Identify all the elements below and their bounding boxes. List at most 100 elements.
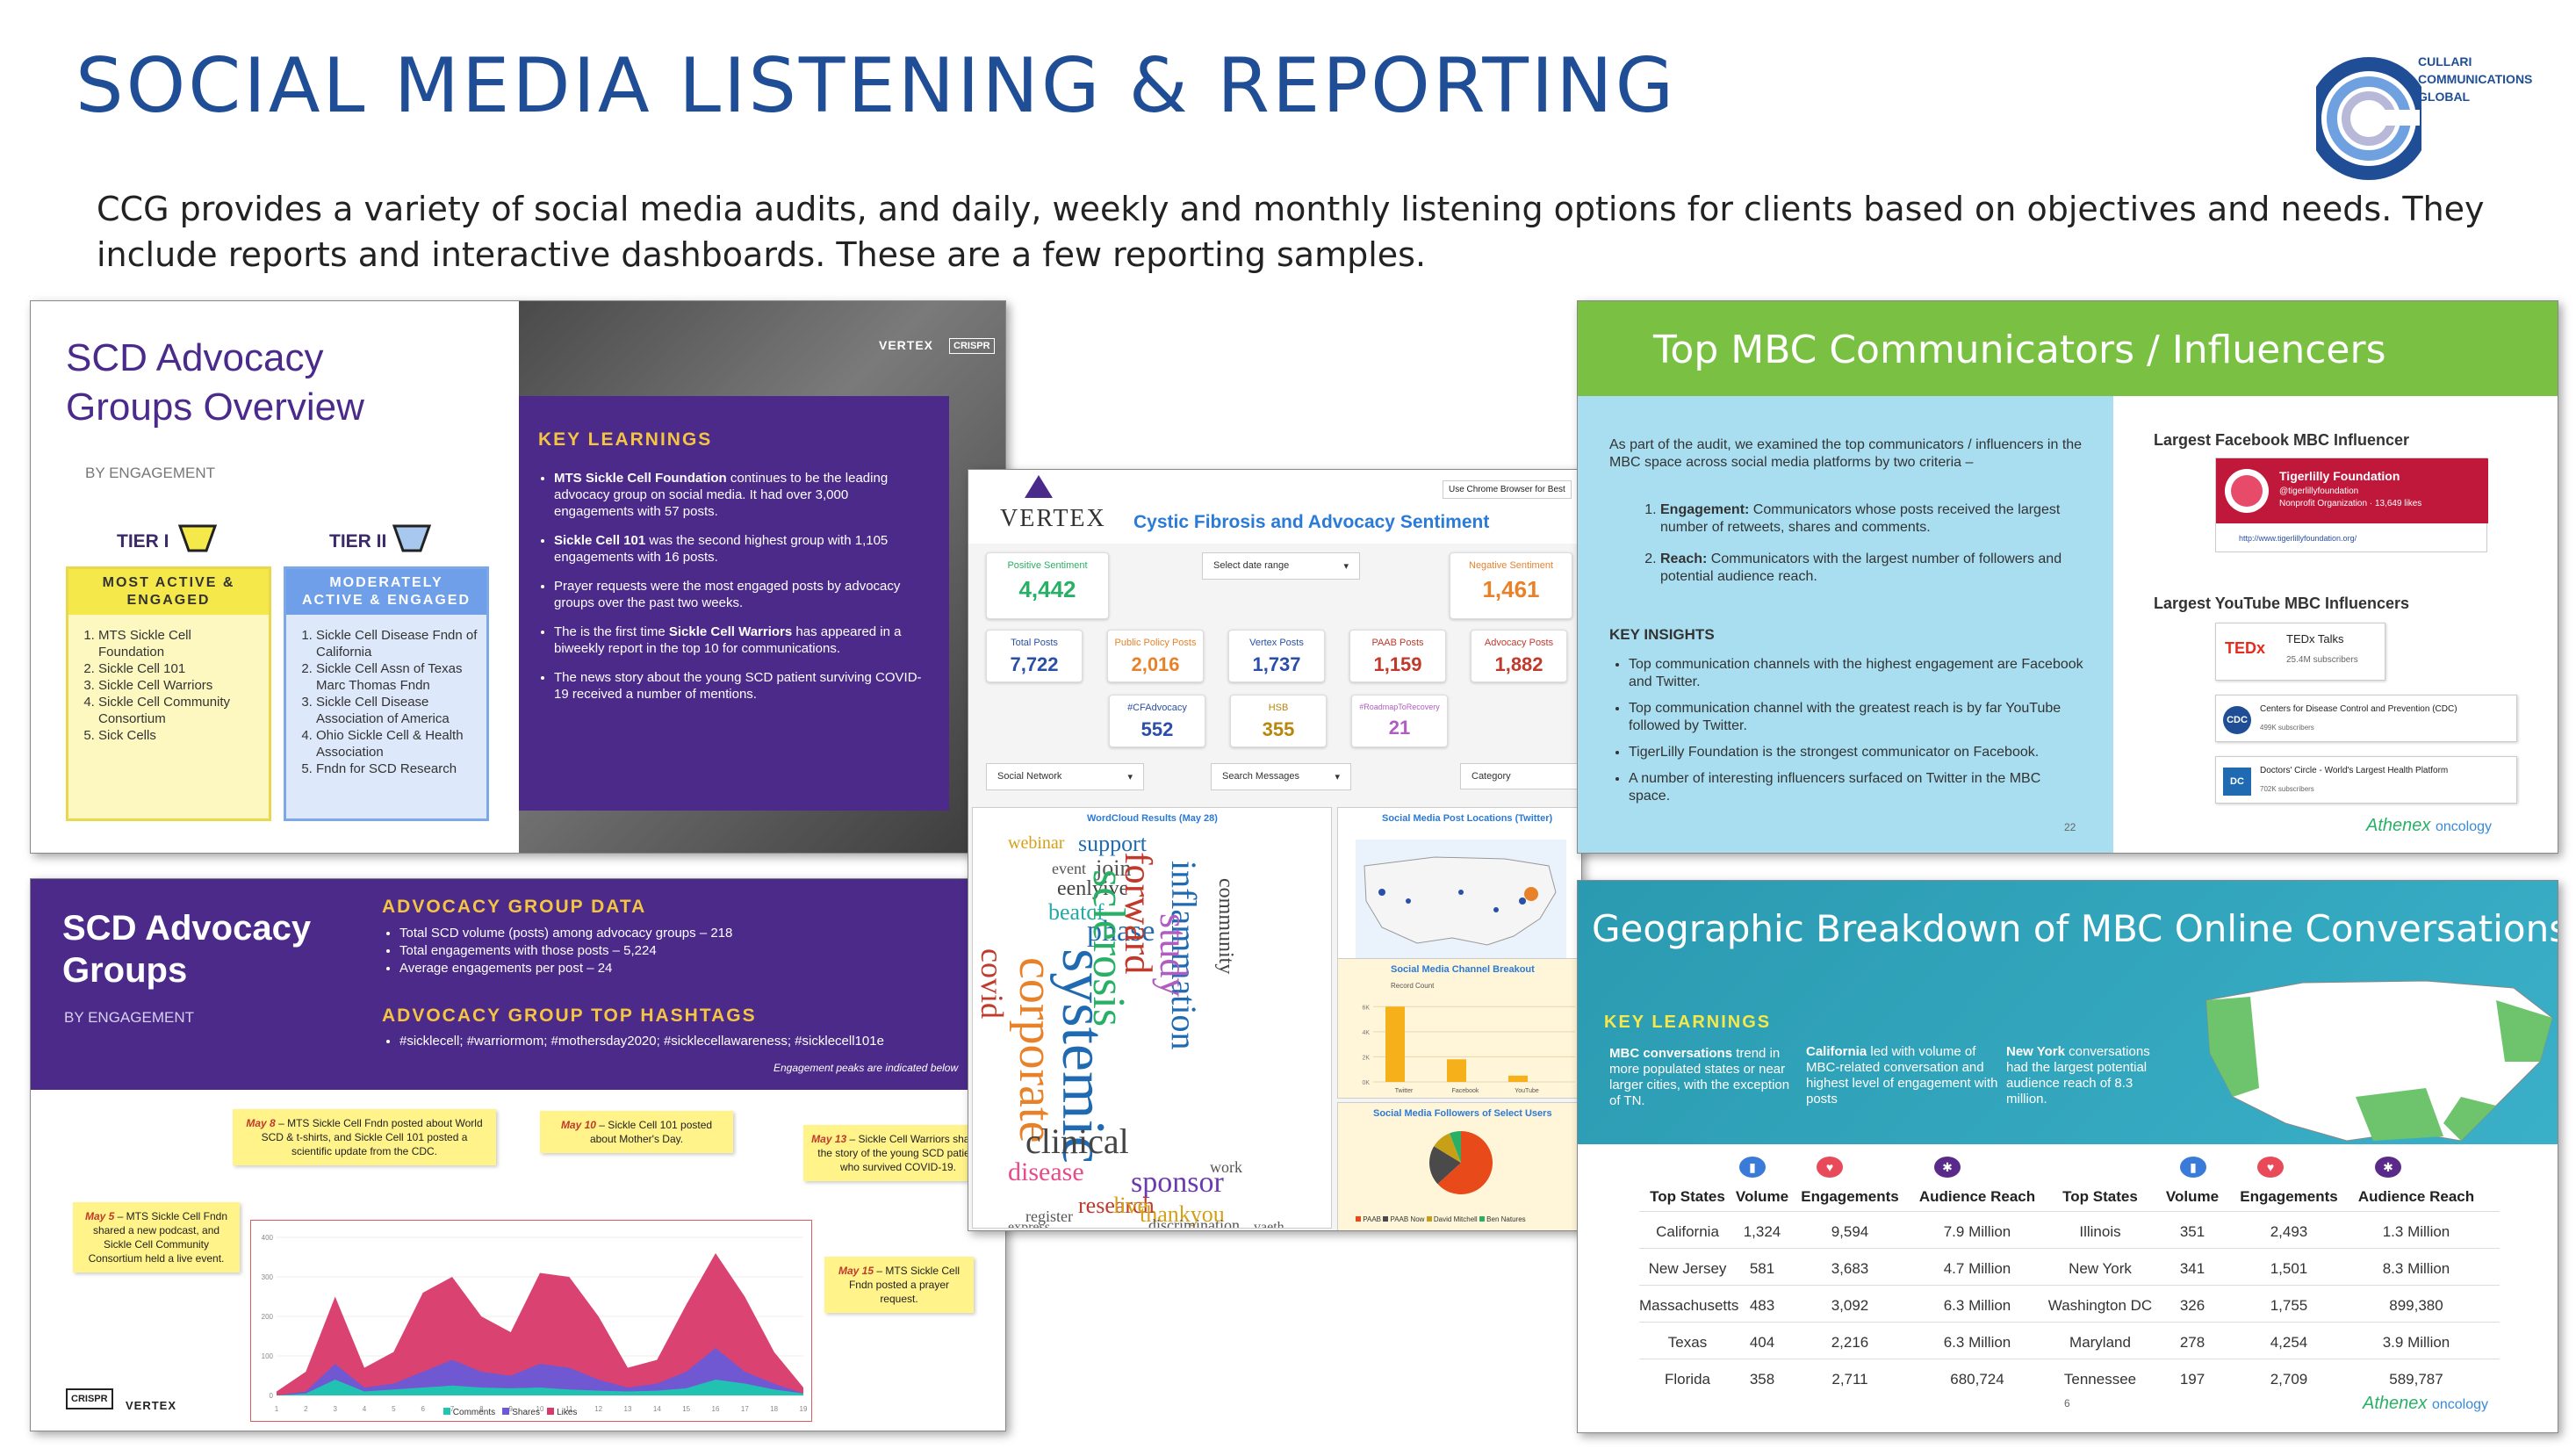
p2-peaks-note: Engagement peaks are indicated below: [774, 1062, 959, 1074]
tier2-item: Fndn for SCD Research: [316, 761, 478, 777]
sample-cf-dashboard: VERTEX Cystic Fibrosis and Advocacy Sent…: [968, 469, 1582, 1231]
kpi-label: HSB: [1268, 703, 1289, 713]
x-tick-label: 10: [536, 1405, 544, 1413]
callout-date: May 13: [811, 1133, 847, 1145]
y-tick-label: 100: [262, 1352, 274, 1360]
criteria-text: Communicators whose posts received the l…: [1660, 502, 2061, 535]
tier2-item: Ohio Sickle Cell & Health Association: [316, 727, 478, 761]
key-learnings-box: KEY LEARNINGS MTS Sickle Cell Foundation…: [519, 396, 949, 811]
pie-legend-item: Ben Natures: [1486, 1215, 1526, 1223]
yt-card-doctors-circle[interactable]: DC Doctors' Circle - World's Largest Hea…: [2215, 756, 2517, 804]
pie-legend: PAAB PAAB Now David Mitchell Ben Natures: [1356, 1215, 1526, 1223]
table-cell: 351: [2179, 1223, 2205, 1240]
table-cell: 680,724: [1950, 1371, 2004, 1388]
swatch-david: [1426, 1216, 1432, 1222]
wordcloud-word: discrimination: [1148, 1216, 1240, 1229]
tier2-item: Sickle Cell Disease Association of Ameri…: [316, 694, 478, 727]
insight-item: Top communication channels with the high…: [1629, 656, 2085, 691]
kpi-value: 1,159: [1373, 653, 1422, 675]
icon-volume-2: ▮: [2180, 1157, 2206, 1178]
yt-name: Centers for Disease Control and Preventi…: [2260, 704, 2457, 714]
kl-text: continues to be the leading advocacy gro…: [554, 471, 889, 519]
filter-search-messages[interactable]: Search Messages ▾: [1211, 763, 1351, 790]
area-series-comments: [277, 1380, 803, 1395]
cdc-badge: CDC: [2223, 706, 2251, 734]
wordcloud-word: thankyou: [1140, 1201, 1225, 1227]
fb-card[interactable]: Tigerlilly Foundation @tigerlillyfoundat…: [2215, 458, 2488, 552]
p1-brand-crispr: CRISPR: [949, 338, 995, 354]
yt-card-tedx[interactable]: TEDx TEDx Talks 25.4M subscribers: [2215, 623, 2385, 681]
callout-text: – Sickle Cell 101 posted about Mother's …: [589, 1119, 713, 1145]
p2-hashtag-list: #sicklecell; #warriormom; #mothersday202…: [399, 1034, 884, 1049]
table-cell: 3,683: [1831, 1260, 1869, 1277]
filter-category[interactable]: Category: [1460, 763, 1581, 789]
table-row: [1639, 1248, 2500, 1249]
kpi-label: #CFAdvocacy: [1127, 703, 1187, 713]
tier1-box: MOST ACTIVE & ENGAGED MTS Sickle Cell Fo…: [66, 566, 271, 821]
p1-kl-item: Sickle Cell 101 was the second highest g…: [554, 532, 928, 566]
date-range-select[interactable]: Select date range▾: [1202, 552, 1360, 580]
y-tick-label: 300: [262, 1273, 274, 1281]
kpi-label: Total Posts: [1011, 638, 1058, 648]
kl-bold: Sickle Cell 101: [554, 533, 646, 548]
x-tick-label: 17: [741, 1405, 749, 1413]
table-cell: 4,254: [2270, 1334, 2308, 1351]
x-tick-label: 19: [800, 1405, 808, 1413]
table-cell: 2,493: [2270, 1223, 2308, 1240]
p5-kl-3: New York conversations had the largest p…: [2006, 1044, 2169, 1107]
table-cell: 589,787: [2389, 1371, 2443, 1388]
filter-social-network[interactable]: Social Network▾: [986, 763, 1144, 790]
wordcloud-word: register: [1025, 1208, 1073, 1225]
wordcloud-word: express: [1008, 1220, 1050, 1229]
intro-text: CCG provides a variety of social media a…: [97, 190, 2485, 274]
tier1-item: Sickle Cell Community Consortium: [98, 694, 260, 727]
kl-text: was the second highest group with 1,105 …: [554, 533, 889, 565]
p1-kl-item: The news story about the young SCD patie…: [554, 669, 928, 703]
chevron-down-icon: ▾: [1335, 772, 1340, 782]
pie-legend-item: David Mitchell: [1433, 1215, 1478, 1223]
wordcloud-word: live: [1113, 1193, 1148, 1218]
x-tick-label: 16: [712, 1405, 720, 1413]
chevron-down-icon: ▾: [1343, 561, 1349, 572]
table-cell: 899,380: [2389, 1297, 2443, 1314]
yt-name: Doctors' Circle - World's Largest Health…: [2260, 766, 2449, 775]
p1-brand-vertex: VERTEX: [879, 338, 934, 352]
table-cell: 7.9 Million: [1943, 1223, 2011, 1240]
p4-yt-heading: Largest YouTube MBC Influencers: [2154, 595, 2410, 612]
bar-y-tick: 4K: [1362, 1030, 1370, 1036]
chrome-note-button[interactable]: Use Chrome Browser for Best: [1443, 480, 1572, 499]
us-states-map-icon: [2205, 980, 2553, 1142]
filter-label: Search Messages: [1222, 771, 1300, 782]
p2-title-line-1: SCD Advocacy: [62, 909, 312, 948]
p2-data-item: Total SCD volume (posts) among advocacy …: [399, 925, 732, 942]
legend-swatch-comments: [443, 1408, 450, 1415]
wordcloud-word: clinical: [1025, 1121, 1129, 1161]
kpi-label: Vertex Posts: [1249, 638, 1304, 648]
table-cell: 8.3 Million: [2382, 1260, 2450, 1277]
kpi-value: 2,016: [1131, 653, 1180, 675]
yt-card-cdc[interactable]: CDC Centers for Disease Control and Prev…: [2215, 695, 2517, 742]
p5-kl-1: MBC conversations trend in more populate…: [1609, 1046, 1802, 1109]
kpi-value: 1,737: [1252, 653, 1301, 675]
p4-criteria: Engagement: Communicators whose posts re…: [1630, 501, 2087, 586]
p1-subtitle: BY ENGAGEMENT: [85, 465, 215, 481]
bar-facebook: [1447, 1059, 1466, 1082]
swatch-ben: [1479, 1216, 1485, 1222]
p4-page-number: 22: [2064, 821, 2076, 833]
wordcloud-word: sponsor: [1131, 1166, 1224, 1199]
bar-y-tick: 0K: [1362, 1080, 1370, 1086]
ccg-logo-mark: [2307, 57, 2430, 180]
fb-url[interactable]: http://www.tigerlillyfoundation.org/: [2239, 534, 2357, 543]
swatch-paab-now: [1383, 1216, 1389, 1222]
table-row: [1639, 1211, 2500, 1212]
wordcloud-word: community: [1214, 878, 1237, 975]
icon-volume: ▮: [1739, 1157, 1766, 1178]
x-tick-label: 9: [508, 1405, 513, 1413]
p5-page-number: 6: [2064, 1397, 2070, 1409]
pie-legend-item: PAAB: [1363, 1215, 1381, 1223]
brand-name: Athenex: [2363, 1394, 2428, 1413]
p4-insights-heading: KEY INSIGHTS: [1609, 626, 1715, 643]
fb-avatar: [2225, 469, 2269, 513]
channel-bar-panel: Social Media Channel Breakout Record Cou…: [1337, 958, 1581, 1099]
